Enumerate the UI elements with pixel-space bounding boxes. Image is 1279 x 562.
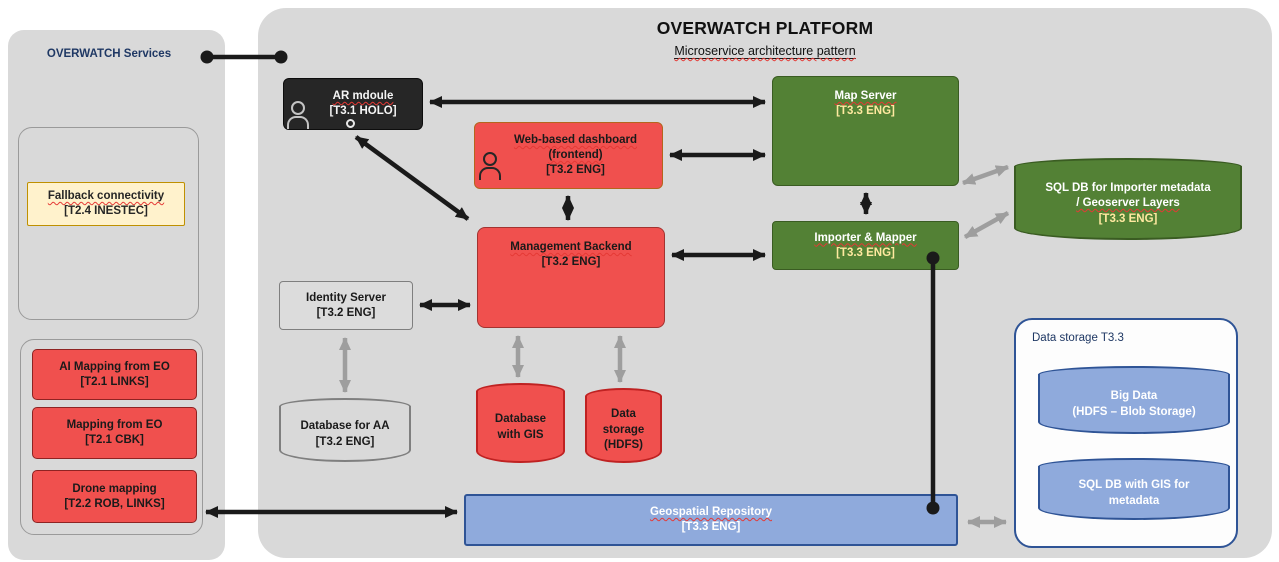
big-data-cylinder: Big Data (HDFS – Blob Storage) [1038,366,1230,434]
node-label: Management Backend [510,241,632,253]
dashboard-node: Web-based dashboard (frontend) [T3.2 ENG… [474,122,663,189]
ai-mapping-node: AI Mapping from EO [T2.1 LINKS] [32,349,197,400]
map-server-node: Map Server [T3.3 ENG] [772,76,959,186]
management-backend-node: Management Backend [T3.2 ENG] [477,227,665,328]
importer-mapper-node: Importer & Mapper [T3.3 ENG] [772,221,959,270]
node-label2: storage [602,423,645,436]
node-sublabel: [T2.4 INESTEC] [64,205,148,217]
node-label: Mapping from EO [66,419,163,432]
person-outline-icon [287,101,309,129]
node-label2: (frontend) [548,149,603,162]
node-label: SQL DB with GIS for [1078,479,1190,492]
node-sublabel: [T2.1 CBK] [85,434,144,446]
drone-mapping-node: Drone mapping [T2.2 ROB, LINKS] [32,470,197,523]
geospatial-repository-node: Geospatial Repository [T3.3 ENG] [464,494,958,546]
node-sublabel: (HDFS) [604,439,643,452]
node-label2: / Geoserver Layers [1076,197,1180,210]
node-sublabel: [T3.2 ENG] [315,436,375,448]
node-sublabel: [T2.1 LINKS] [80,375,149,388]
sql-gis-cylinder: SQL DB with GIS for metadata [1038,458,1230,520]
sql-db-importer-cylinder: SQL DB for Importer metadata / Geoserver… [1014,158,1242,240]
node-label: AI Mapping from EO [59,360,170,373]
data-storage-hdfs-cylinder: Data storage (HDFS) [585,388,662,463]
ar-module-node: AR mdoule [T3.1 HOLO] [283,78,423,130]
cylinder-body [1014,166,1242,240]
node-sublabel: [T3.2 ENG] [541,255,601,268]
platform-subtitle: Microservice architecture pattern [674,44,856,59]
identity-server-node: Identity Server [T3.2 ENG] [279,281,413,330]
mapping-eo-node: Mapping from EO [T2.1 CBK] [32,407,197,459]
node-label: Data [611,408,636,421]
node-label: Geospatial Repository [649,506,773,519]
database-aa-cylinder: Database for AA [T3.2 ENG] [279,398,411,462]
person-icon [479,152,501,180]
cylinder-body [279,406,411,462]
node-label: Fallback connectivity [47,190,165,203]
database-gis-cylinder: Database with GIS [476,383,565,463]
node-sublabel: metadata [1108,495,1160,507]
cylinder-body [1038,466,1230,520]
fallback-group [18,127,199,320]
node-sublabel: [T3.3 ENG] [836,246,895,259]
fallback-connectivity-node: Fallback connectivity [T2.4 INESTEC] [27,182,185,226]
node-label: Identity Server [306,291,386,304]
node-sublabel: [T2.2 ROB, LINKS] [64,497,165,510]
node-label: Importer & Mapper [814,231,917,244]
data-storage-group-label: Data storage T3.3 [1032,332,1124,344]
services-panel-title: OVERWATCH Services [46,48,172,60]
node-label: AR mdoule [332,90,394,103]
cylinder-body [585,396,662,463]
person-head [291,101,305,115]
node-label: SQL DB for Importer metadata [1045,181,1211,194]
node-label: Drone mapping [72,482,157,495]
person-body [479,167,501,180]
cylinder-body [476,391,565,463]
person-head [483,152,497,166]
node-label: Map Server [834,90,897,102]
node-sublabel: [T3.1 HOLO] [329,105,397,117]
node-sublabel: [T3.3 ENG] [681,521,741,533]
node-label: Big Data [1110,390,1158,403]
cylinder-body [1038,374,1230,434]
person-head-icon [346,119,355,128]
node-sublabel: [T3.2 ENG] [316,306,376,319]
node-label: Web-based dashboard [513,134,638,147]
node-label: Database [494,413,547,426]
node-sublabel: [T3.2 ENG] [546,163,605,176]
person-body [287,116,309,129]
platform-title: OVERWATCH PLATFORM [656,18,874,38]
node-label: Database for AA [300,420,390,433]
node-sublabel: with GIS [497,429,544,441]
node-sublabel: [T3.3 ENG] [1098,212,1158,225]
platform-title-wrap: OVERWATCH PLATFORM Microservice architec… [258,18,1272,60]
node-sublabel: (HDFS – Blob Storage) [1072,406,1196,418]
node-sublabel: [T3.3 ENG] [836,104,895,117]
mapping-group [20,339,203,535]
